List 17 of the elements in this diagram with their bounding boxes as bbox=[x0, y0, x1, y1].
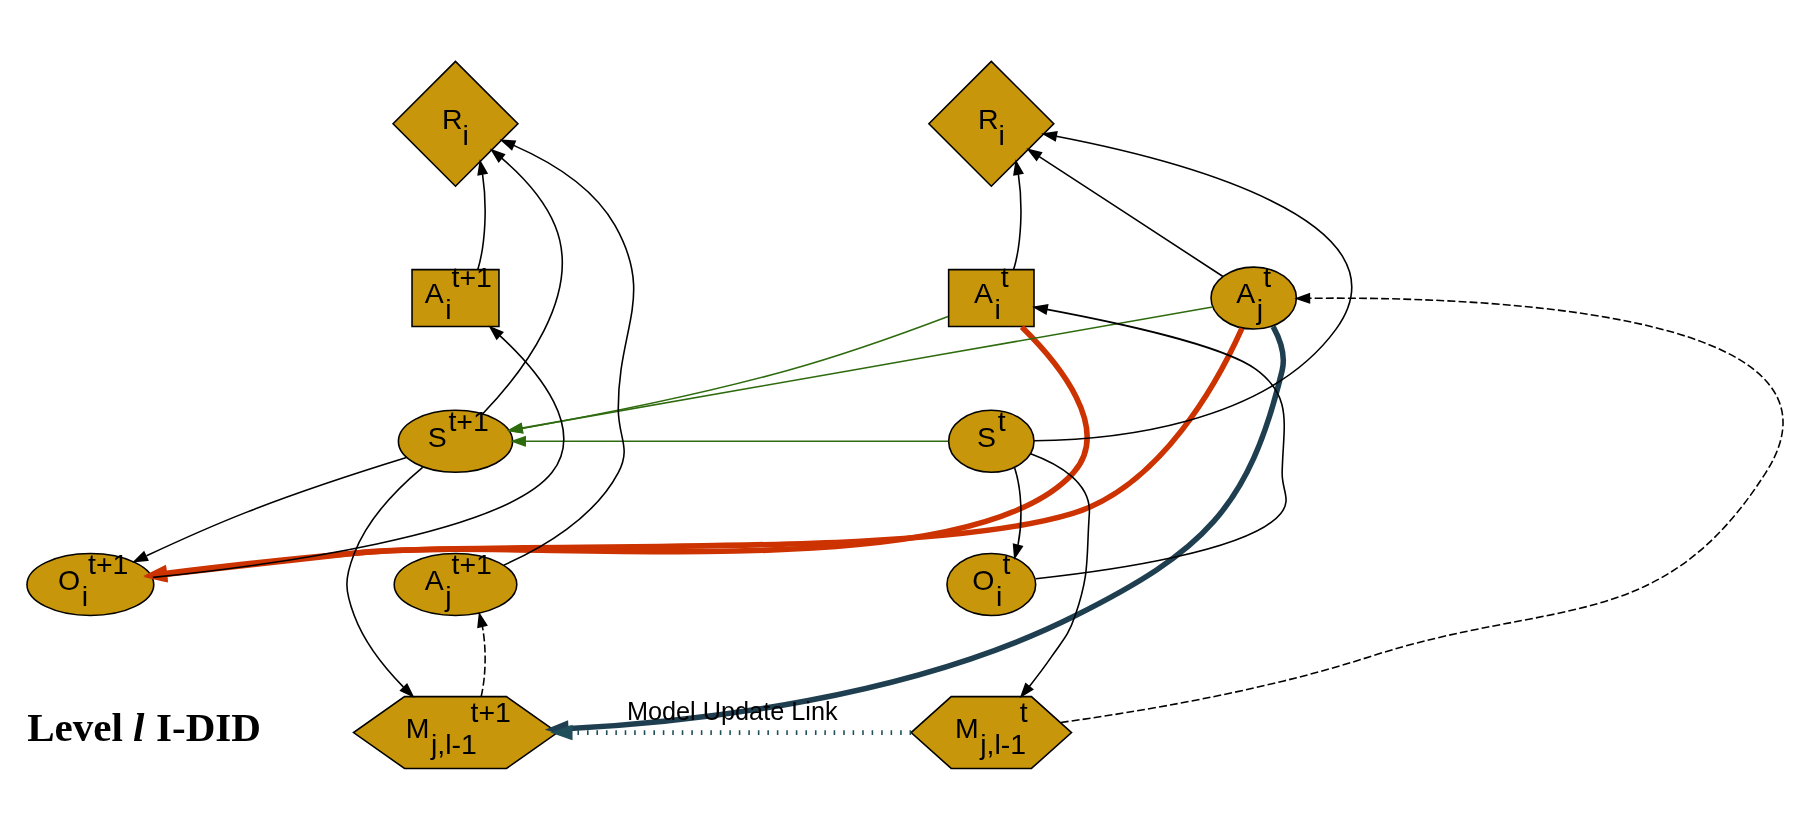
arrow bbox=[510, 435, 950, 447]
arrow bbox=[477, 611, 488, 698]
arrow bbox=[499, 139, 635, 566]
arrow bbox=[152, 325, 565, 579]
arrow bbox=[477, 159, 489, 271]
arrow bbox=[346, 466, 424, 698]
arrow bbox=[481, 148, 564, 415]
arrow bbox=[1032, 304, 1287, 580]
arrow bbox=[1060, 292, 1783, 724]
label: Level l I-DID bbox=[27, 703, 261, 750]
arrow bbox=[1012, 159, 1024, 271]
arrow bbox=[550, 724, 912, 741]
arrow bbox=[1012, 467, 1024, 560]
arrow bbox=[1033, 130, 1352, 442]
arrow bbox=[1026, 148, 1224, 277]
arrow bbox=[132, 456, 408, 563]
arrow bbox=[1019, 452, 1091, 699]
